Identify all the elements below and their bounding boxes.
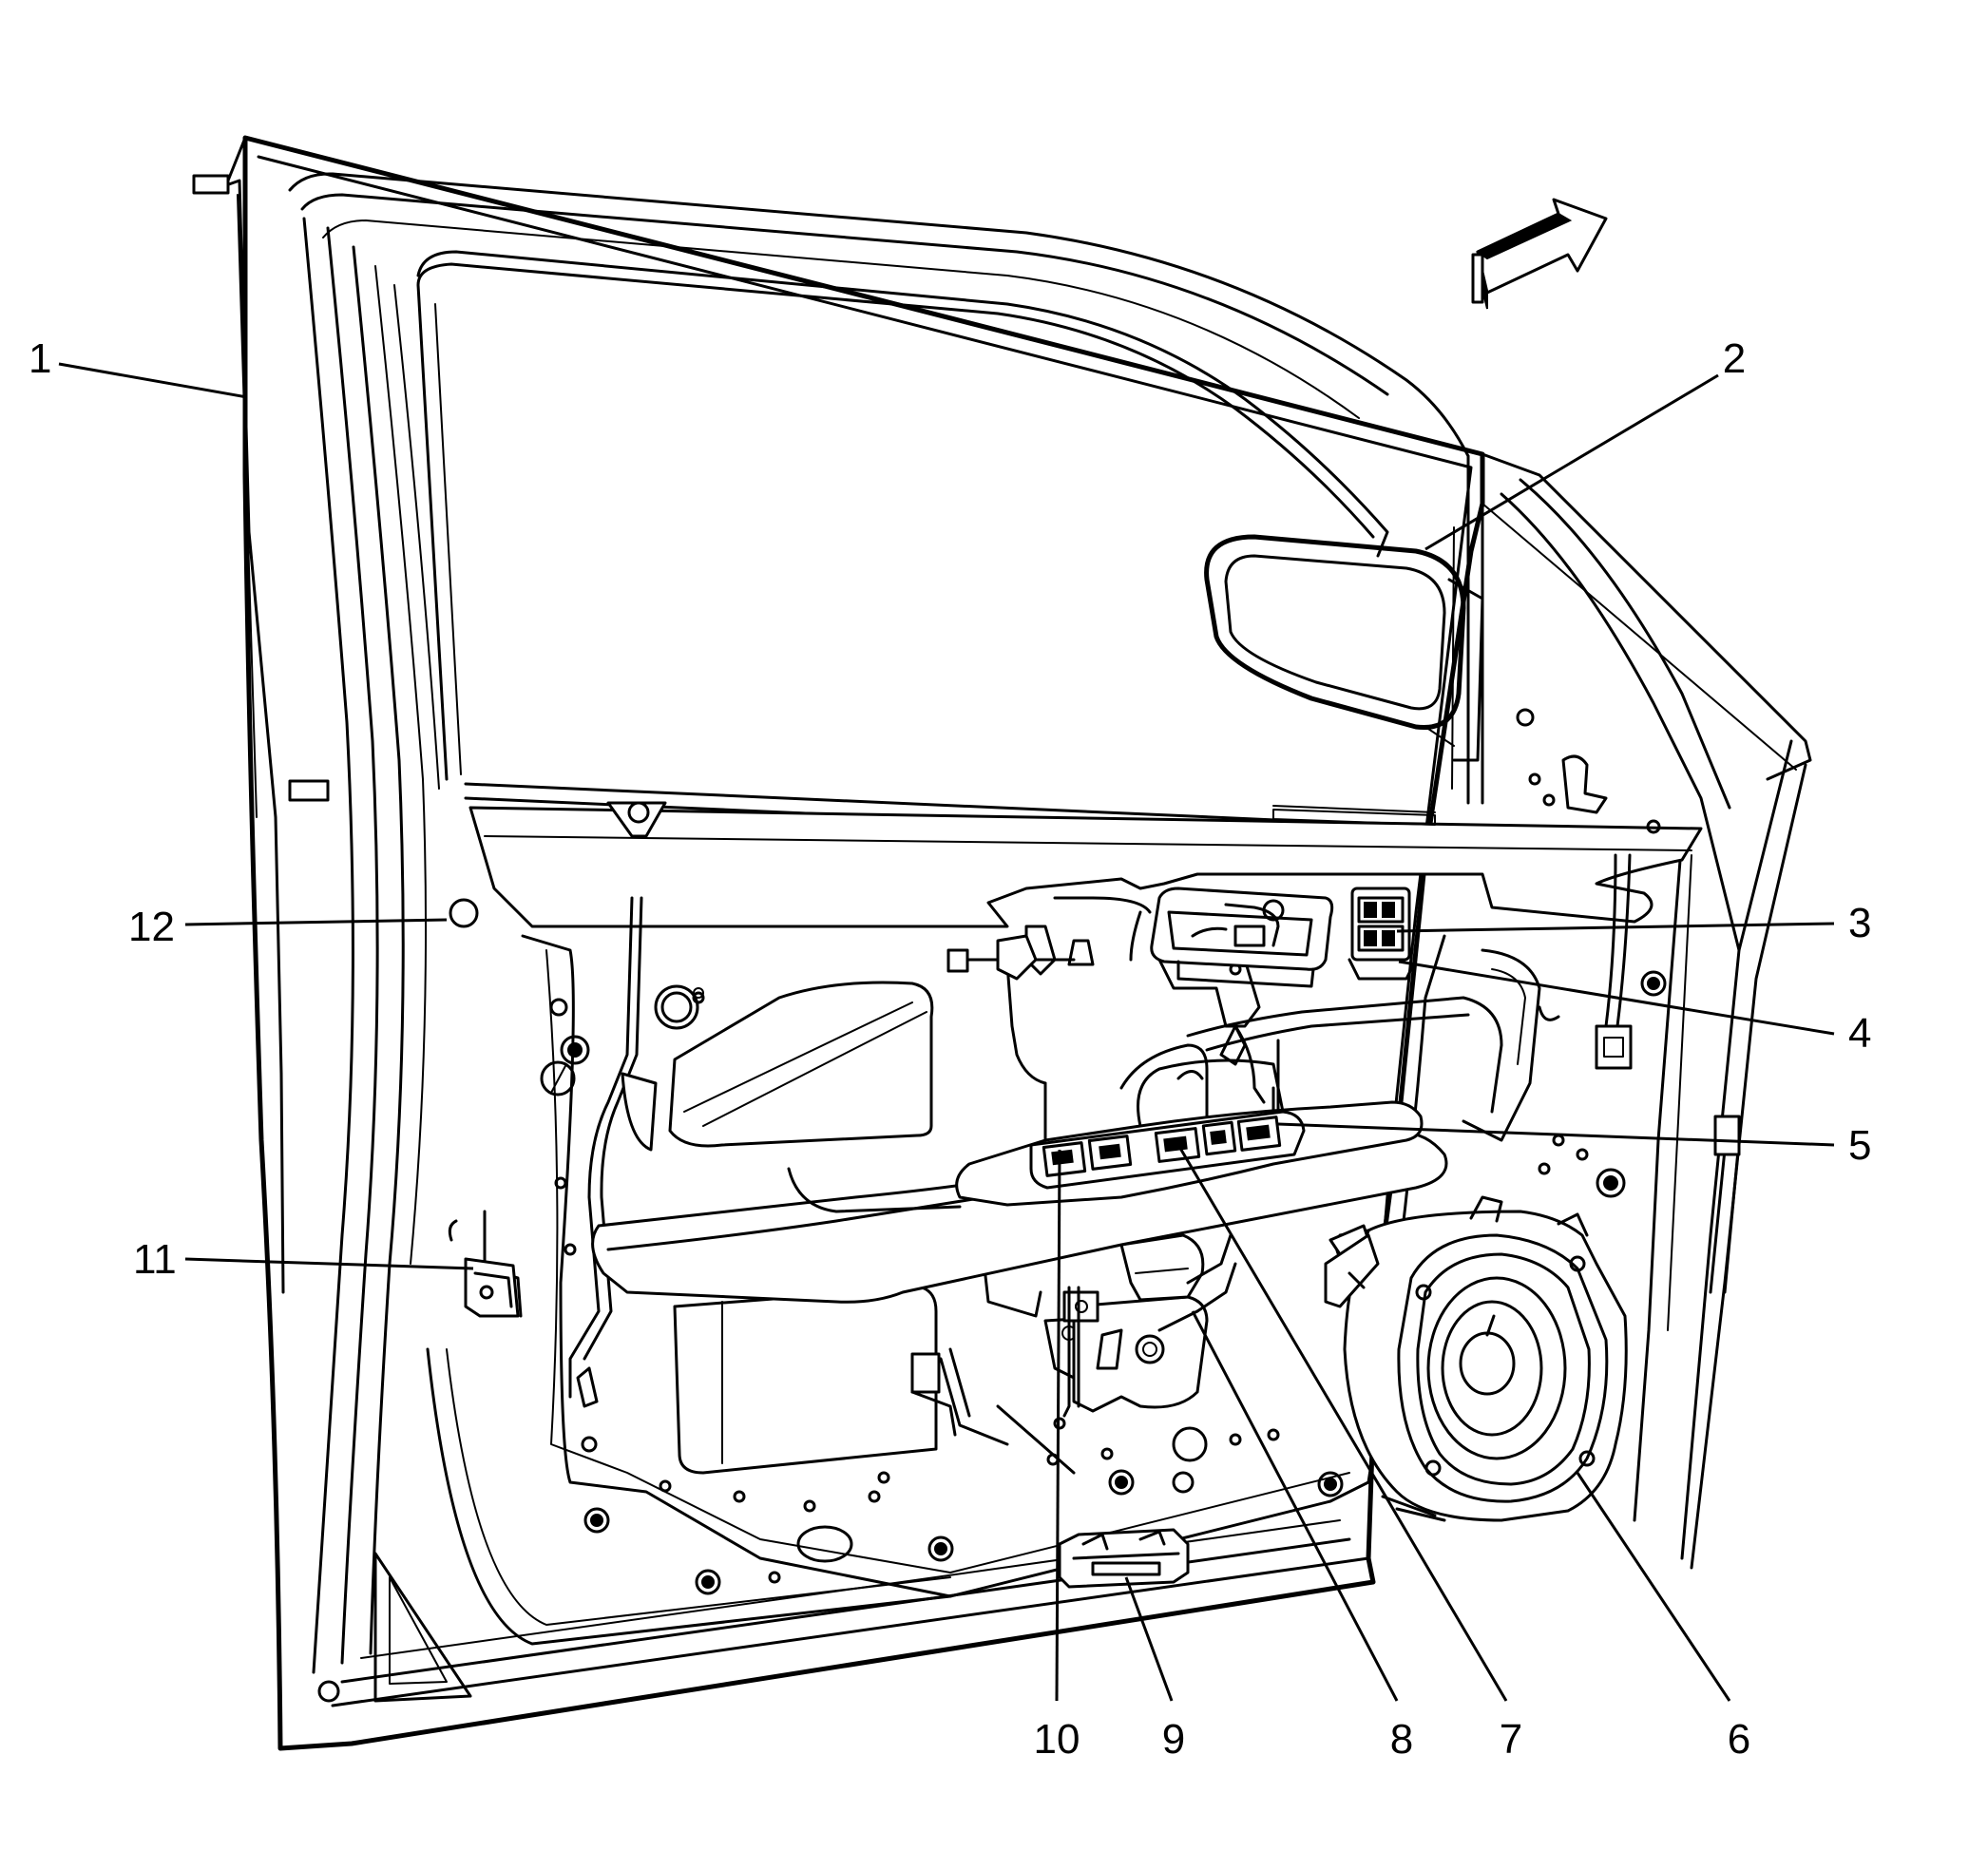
- leader-4: [1398, 960, 1835, 1036]
- leader-8: [1191, 1310, 1399, 1702]
- armrest-assembly: [591, 1059, 1448, 1418]
- leader-6: [1576, 1472, 1731, 1702]
- callout-8: 8: [1390, 1716, 1413, 1763]
- callout-6: 6: [1728, 1716, 1750, 1763]
- door-hinge: [448, 1210, 523, 1318]
- leader-10: [1055, 1149, 1061, 1702]
- leader-5: [1277, 1122, 1835, 1147]
- callout-7: 7: [1500, 1716, 1522, 1763]
- leader-2: [1424, 373, 1719, 551]
- callout-2: 2: [1723, 335, 1746, 382]
- side-mirror: [1204, 534, 1484, 762]
- leader-1: [58, 362, 248, 399]
- forward-arrow-icon: [1471, 198, 1608, 310]
- leader-lines: [58, 362, 1835, 1702]
- access-hole-plug: [449, 898, 479, 928]
- callout-1: 1: [29, 335, 51, 382]
- callout-10: 10: [1034, 1716, 1080, 1763]
- callout-12: 12: [128, 904, 175, 950]
- leader-7: [1176, 1144, 1508, 1702]
- leader-3: [1396, 922, 1835, 933]
- callout-3: 3: [1848, 900, 1871, 946]
- callout-labels: 1 2 3 4 5 6 7 8 9 10 11 12: [29, 335, 1871, 1763]
- leader-9: [1124, 1576, 1174, 1702]
- inner-door-panel: [521, 708, 1667, 1598]
- callout-5: 5: [1848, 1122, 1871, 1169]
- door-speaker: [1324, 1195, 1628, 1522]
- leader-11: [184, 1257, 474, 1270]
- leader-12: [184, 918, 448, 926]
- window-belt-trim: [468, 801, 1703, 928]
- door-control-module: [1058, 1528, 1190, 1589]
- callout-11: 11: [133, 1236, 177, 1283]
- callout-4: 4: [1848, 1010, 1871, 1057]
- callout-9: 9: [1162, 1716, 1185, 1763]
